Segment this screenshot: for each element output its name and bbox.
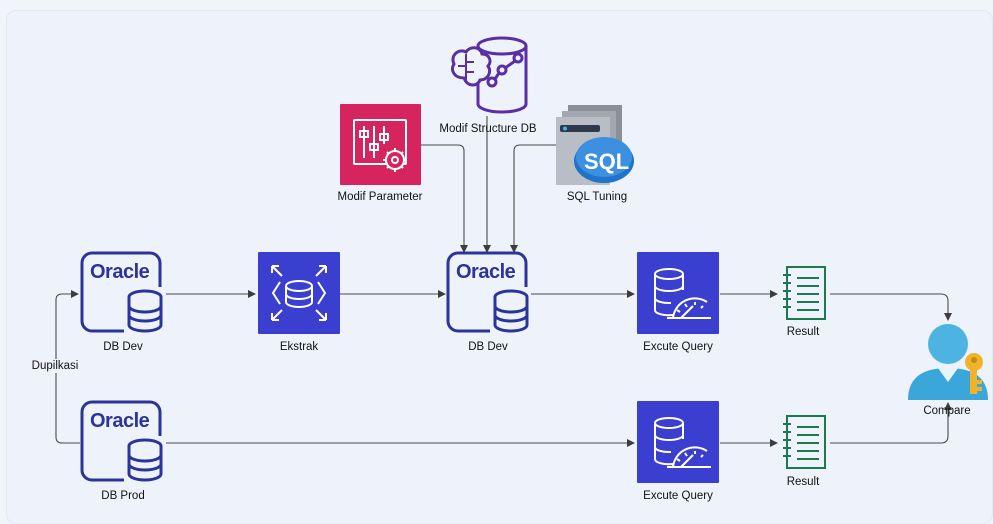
excute-query-top-label: Excute Query: [643, 341, 713, 353]
ekstrak-node[interactable]: [258, 252, 340, 334]
modif-parameter-node[interactable]: [340, 104, 421, 185]
extract-icon: [271, 265, 327, 321]
sql-badge-text: SQL: [584, 149, 630, 174]
db-dev-source-node[interactable]: Oracle: [80, 251, 166, 335]
db-prod-label: DB Prod: [101, 490, 145, 502]
compare-label: Compare: [923, 405, 971, 417]
ekstrak-label: Ekstrak: [279, 341, 319, 353]
duplication-label: Dupilkasi: [29, 359, 81, 373]
db-dev-target-label: DB Dev: [468, 341, 508, 353]
db-prod-node[interactable]: Oracle: [80, 400, 166, 484]
oracle-logo-text: Oracle: [456, 261, 516, 283]
oracle-db-icon: [80, 400, 164, 482]
edge-result-compare-top: [830, 293, 952, 321]
query-gauge-icon: [654, 417, 711, 468]
compare-node[interactable]: [906, 320, 992, 402]
db-dev-target-node[interactable]: Oracle: [446, 251, 532, 335]
edge-sqltuning-dbdev: [510, 144, 556, 253]
document-list-icon: [783, 266, 826, 320]
excute-query-bottom-label: Excute Query: [643, 490, 713, 502]
modif-structure-label: Modif Structure DB: [439, 123, 537, 135]
result-bottom-label: Result: [786, 476, 820, 488]
oracle-logo-text: Oracle: [90, 261, 150, 283]
excute-query-top-node[interactable]: [637, 252, 719, 334]
result-bottom-node[interactable]: [779, 414, 829, 470]
user-key-icon: [908, 324, 988, 400]
document-list-icon: [783, 415, 826, 469]
result-top-node[interactable]: [779, 265, 829, 321]
sql-tuning-label: SQL Tuning: [566, 191, 628, 203]
database-brain-icon: [450, 36, 528, 114]
oracle-db-icon: [80, 251, 164, 333]
sql-server-icon: [556, 105, 634, 185]
edge-parameter-dbdev: [421, 144, 468, 253]
result-top-label: Result: [786, 326, 820, 338]
parameter-sliders-icon: [353, 119, 407, 172]
db-dev-source-label: DB Dev: [103, 341, 143, 353]
edge-result-compare-bottom: [830, 402, 952, 444]
sql-tuning-node[interactable]: SQL: [556, 103, 640, 187]
diagram-canvas: [6, 10, 993, 524]
modif-parameter-label: Modif Parameter: [337, 191, 423, 203]
oracle-logo-text: Oracle: [90, 410, 150, 432]
oracle-db-icon: [446, 251, 530, 333]
modif-structure-node[interactable]: [444, 34, 530, 116]
query-gauge-icon: [654, 268, 711, 319]
excute-query-bottom-node[interactable]: [637, 401, 719, 483]
